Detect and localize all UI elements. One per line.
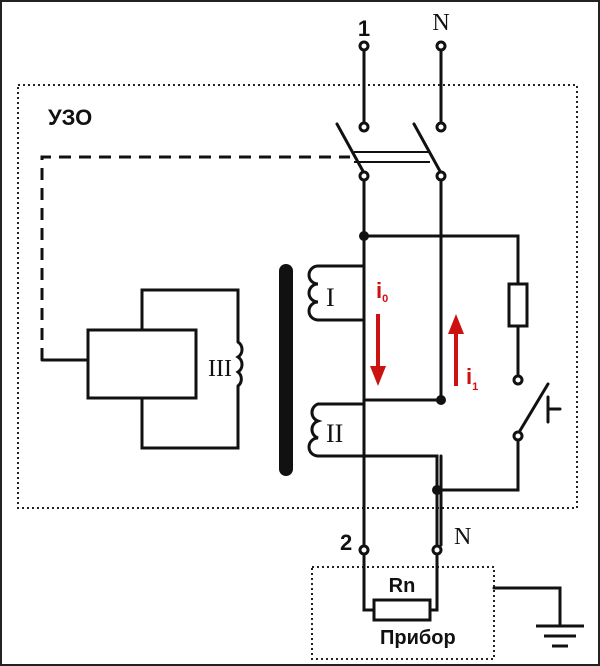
current-arrows	[370, 314, 464, 386]
device-label: УЗО	[48, 105, 92, 130]
switch-contact-phase-top	[358, 121, 370, 133]
switch-contact-neutral-top	[435, 121, 447, 133]
switch-contact-phase-bottom	[358, 170, 370, 182]
rcd-enclosure	[17, 84, 578, 509]
terminal-n-top	[435, 40, 447, 52]
ground-symbol	[536, 624, 584, 648]
winding-iii-coil	[235, 340, 244, 388]
load-neutral-lead	[428, 554, 439, 612]
phase-current-arrow-head	[370, 366, 386, 386]
test-resistor	[507, 282, 529, 328]
junctions	[359, 231, 446, 495]
terminal-n-bottom	[431, 544, 443, 556]
neutral-current-arrow-head	[448, 314, 464, 334]
terminal-1-label: 1	[358, 16, 370, 41]
winding-ii-label: II	[326, 419, 343, 448]
wires	[40, 47, 562, 626]
test-contact-bottom	[512, 430, 524, 442]
load-device-label: Прибор	[380, 627, 456, 649]
winding-i-label: I	[326, 283, 335, 312]
ground-wire	[492, 586, 562, 626]
terminal-2-label: 2	[340, 530, 352, 555]
test-switch-lever	[516, 382, 550, 436]
terminals	[358, 40, 524, 556]
terminal-n-top-label: N	[432, 10, 449, 36]
terminal-n-bottom-label: N	[454, 524, 471, 550]
test-branch-return	[435, 432, 520, 492]
secondary-loop-bottom	[140, 384, 240, 450]
trip-relay	[86, 328, 198, 400]
secondary-loop-top	[140, 288, 240, 344]
test-branch-top	[362, 234, 520, 286]
device-enclosure	[311, 566, 495, 660]
trip-linkage	[40, 155, 350, 360]
transformer-core	[279, 264, 293, 476]
neutral-switch-blade	[412, 122, 443, 175]
load-resistor	[372, 598, 432, 622]
winding-ii-coil	[307, 402, 323, 458]
load-phase-lead	[362, 554, 376, 612]
terminal-1-top	[358, 40, 370, 52]
test-contact-top	[512, 374, 524, 386]
winding-iii-label: III	[208, 356, 232, 382]
phase-switch-blade	[335, 122, 366, 175]
terminal-2-bottom	[358, 544, 370, 556]
neutral-current-label: i1	[466, 364, 478, 393]
load-resistor-label: Rn	[389, 575, 416, 597]
winding-i-coil	[307, 264, 319, 322]
switch-contact-neutral-bottom	[435, 170, 447, 182]
phase-current-label: i0	[376, 278, 388, 305]
neutral-jog-bottom	[362, 454, 439, 547]
